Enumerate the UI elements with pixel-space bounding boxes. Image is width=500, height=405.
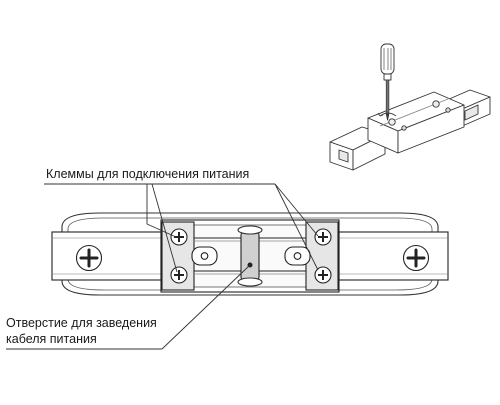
inset-connector-body xyxy=(367,91,465,154)
terminal-screw-top-left xyxy=(170,228,188,246)
cable-hole-label-line1: Отверстие для заведения xyxy=(6,316,157,330)
screwdriver-icon xyxy=(377,43,397,121)
leader-lines xyxy=(6,183,319,350)
terminal-screw-bottom-left xyxy=(170,266,188,284)
inset-isometric-view xyxy=(329,43,491,171)
tab-right xyxy=(284,246,311,266)
tab-left xyxy=(191,246,218,266)
connector-top-view xyxy=(51,212,449,296)
terminal-screw-bottom-right xyxy=(314,266,332,284)
cable-hole xyxy=(237,225,263,287)
cable-hole-label-line2: кабеля питания xyxy=(6,332,97,346)
phillips-screw-icon-right xyxy=(402,244,430,272)
track-end-left xyxy=(51,231,162,281)
cable-hole-label: Отверстие для заведения кабеля питания xyxy=(6,315,157,347)
phillips-screw-icon xyxy=(75,244,103,272)
terminals-label: Клеммы для подключения питания xyxy=(46,167,250,181)
track-end-right xyxy=(338,231,449,281)
terminal-screw-top-right xyxy=(314,228,332,246)
